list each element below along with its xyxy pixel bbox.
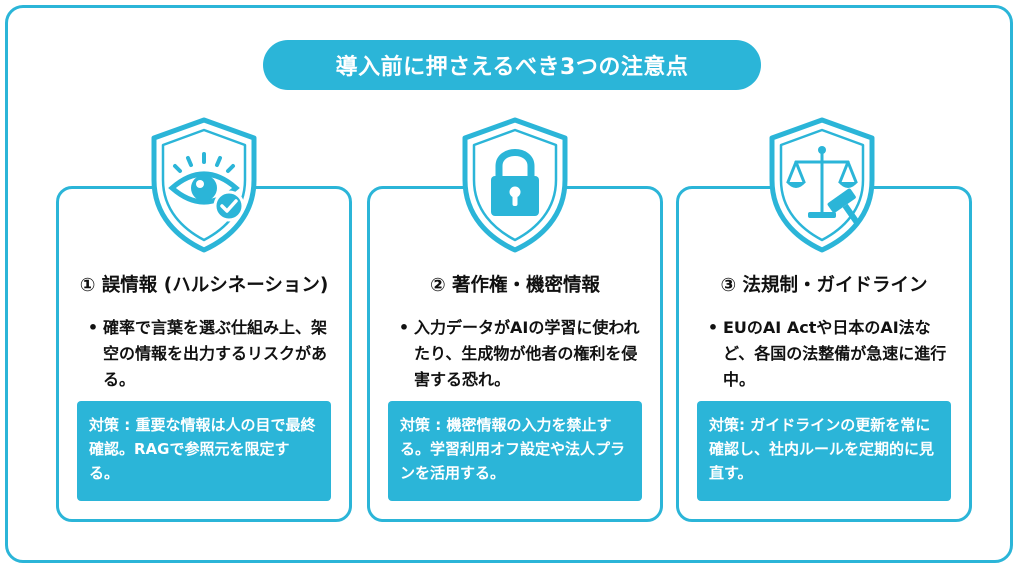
countermeasure-box: 対策: ガイドラインの更新を常に確認し、社内ルールを定期的に見直す。 [697, 401, 951, 501]
countermeasure-box: 対策 : 機密情報の入力を禁止する。学習利用オフ設定や法人プランを活用する。 [388, 401, 642, 501]
bullet-text: 入力データがAIの学習に使われたり、生成物が他者の権利を侵害する恐れ。 [414, 318, 640, 389]
scales-gavel-shield-icon [769, 117, 875, 253]
eye-check-shield-icon [151, 117, 257, 253]
card-title: ③ 法規制・ガイドライン [720, 275, 928, 296]
caution-card-regulation: ③ 法規制・ガイドライン • EUのAI Actや日本のAI法など、各国の法整備… [676, 186, 972, 522]
card-bullet: • 確率で言葉を選ぶ仕組み上、架空の情報を出力するリスクがある。 [83, 315, 335, 393]
bullet-dot: • [707, 318, 719, 337]
page-title: 導入前に押さえるべき3つの注意点 [263, 40, 761, 90]
bullet-text: EUのAI Actや日本のAI法など、各国の法整備が急速に進行中。 [723, 318, 947, 389]
card-title: ① 誤情報 (ハルシネーション) [79, 275, 329, 296]
card-title: ② 著作権・機密情報 [429, 275, 601, 296]
padlock-shield-icon [462, 117, 568, 253]
bullet-text: 確率で言葉を選ぶ仕組み上、架空の情報を出力するリスクがある。 [103, 318, 328, 389]
bullet-dot: • [87, 318, 99, 337]
bullet-dot: • [398, 318, 410, 337]
countermeasure-box: 対策 : 重要な情報は人の目で最終確認。RAGで参照元を限定する。 [77, 401, 331, 501]
card-bullet: • 入力データがAIの学習に使われたり、生成物が他者の権利を侵害する恐れ。 [394, 315, 646, 393]
card-bullet: • EUのAI Actや日本のAI法など、各国の法整備が急速に進行中。 [703, 315, 955, 393]
